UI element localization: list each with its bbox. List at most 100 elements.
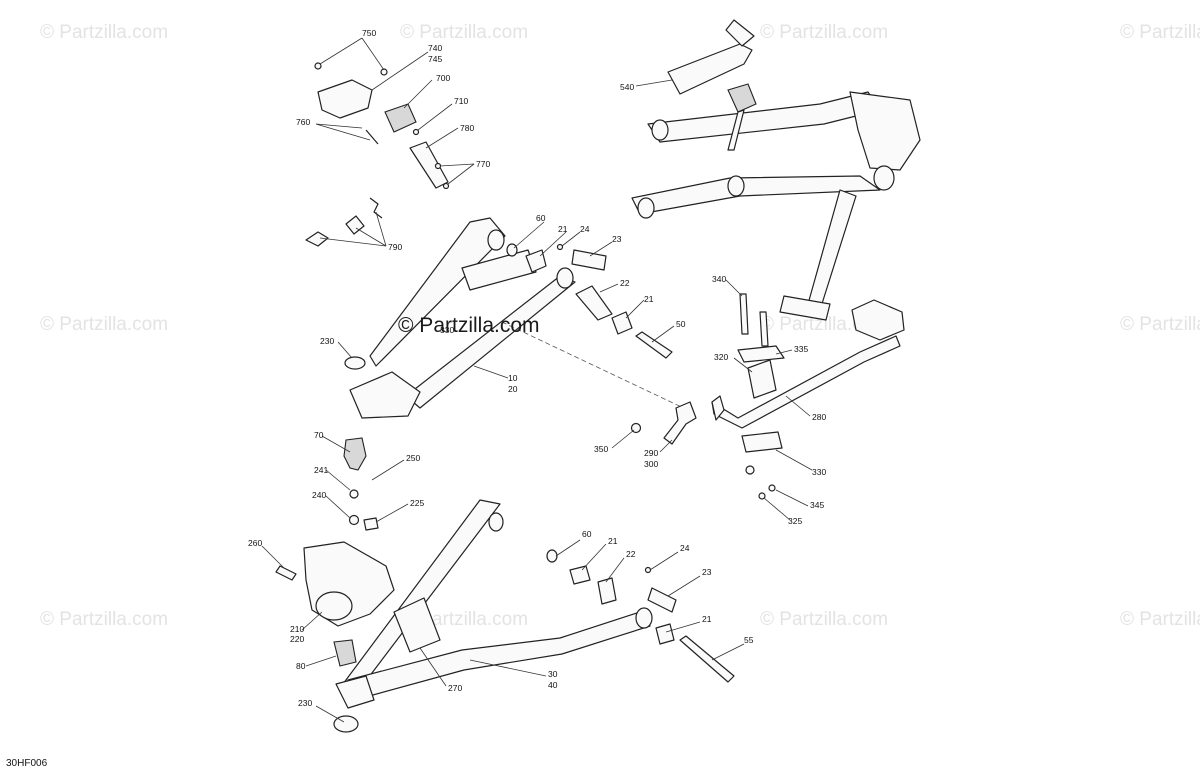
watermark: © Partzilla.com <box>760 22 888 43</box>
callout-340: 340 <box>712 274 726 284</box>
link-rod-780 <box>409 141 449 189</box>
sleeve-22 <box>597 577 617 605</box>
clip-790 <box>369 197 383 219</box>
center-watermark: © Partzilla.com <box>398 314 540 337</box>
washer-60 <box>546 549 558 563</box>
upper-hardware <box>501 243 693 413</box>
callout-20: 20 <box>508 384 518 394</box>
skid-plate-540 <box>725 19 755 47</box>
callout-240: 240 <box>312 490 326 500</box>
callout-60: 60 <box>536 213 546 223</box>
callout-60: 60 <box>582 529 592 539</box>
callout-300: 300 <box>644 459 658 469</box>
nut-330 <box>745 465 755 475</box>
watermark: © Partzilla.com <box>760 609 888 630</box>
retaining-ring-230 <box>344 356 366 370</box>
upper-a-arm <box>344 217 576 419</box>
watermark: © Partzilla.com <box>1120 314 1200 335</box>
leader-lines <box>261 37 813 723</box>
callout-40: 40 <box>548 680 558 690</box>
callout-21: 21 <box>644 294 654 304</box>
mount-bracket-740 <box>317 79 373 119</box>
bracket-23 <box>647 587 677 613</box>
bolt-750 <box>314 62 322 70</box>
callout-21: 21 <box>558 224 568 234</box>
clip-790 <box>305 231 329 247</box>
bushing-21 <box>655 623 675 645</box>
callout-22: 22 <box>620 278 630 288</box>
callout-350: 350 <box>594 444 608 454</box>
assembly-line <box>501 321 693 413</box>
bolt-750 <box>380 68 388 76</box>
upper-ball-joint-housing <box>349 371 421 419</box>
callout-760: 760 <box>296 117 310 127</box>
link-rod <box>727 109 745 151</box>
skid-plate-540 <box>667 43 753 95</box>
nut-24 <box>556 243 564 251</box>
callout-700: 700 <box>436 73 450 83</box>
bolt-55 <box>679 635 735 683</box>
frame-assembly <box>631 19 921 321</box>
callout-22: 22 <box>626 549 636 559</box>
callout-260: 260 <box>248 538 262 548</box>
link-290 <box>663 401 697 445</box>
bracket-330 <box>741 431 783 453</box>
screw-325 <box>758 492 766 500</box>
callout-290: 290 <box>644 448 658 458</box>
sensor-bracket <box>727 83 757 113</box>
nut-241 <box>348 514 360 526</box>
sway-bar-assembly <box>630 293 905 500</box>
callout-740: 740 <box>428 43 442 53</box>
frame-bushing <box>651 119 669 141</box>
bolt-260 <box>275 565 297 581</box>
callout-345: 345 <box>810 500 824 510</box>
callout-225: 225 <box>410 498 424 508</box>
callout-21: 21 <box>702 614 712 624</box>
frame-node <box>849 91 921 171</box>
upper-arm-crossbar <box>461 249 537 291</box>
callout-790: 790 <box>388 242 402 252</box>
bolt-340 <box>739 293 749 335</box>
watermark: © Partzilla.com <box>40 22 168 43</box>
callout-745: 745 <box>428 54 442 64</box>
callout-250: 250 <box>406 453 420 463</box>
nut-710 <box>412 128 420 136</box>
bolt-50 <box>635 331 673 359</box>
nut-24 <box>644 566 652 574</box>
washer-345 <box>768 484 776 492</box>
callout-750: 750 <box>362 28 376 38</box>
bracket-assembly <box>305 62 450 247</box>
sway-bar-end <box>711 395 725 421</box>
knuckle-assembly <box>275 437 395 733</box>
callout-710: 710 <box>454 96 468 106</box>
upper-arm-bushing <box>556 267 574 289</box>
callout-21: 21 <box>608 536 618 546</box>
frame-vertical-tube <box>807 189 857 311</box>
callout-330: 330 <box>812 467 826 477</box>
callout-780: 780 <box>460 123 474 133</box>
callout-80: 80 <box>296 661 306 671</box>
sway-bar-link-right <box>851 299 905 341</box>
lower-arm-bushing <box>488 512 504 532</box>
upper-arm-bushing <box>487 229 505 251</box>
watermark: © Partzilla.com <box>40 314 168 335</box>
lower-arm-rear-tube <box>347 611 651 699</box>
hub-bore <box>315 591 353 621</box>
callout-23: 23 <box>612 234 622 244</box>
callout-270: 270 <box>448 683 462 693</box>
lower-arm-gusset <box>393 597 441 653</box>
callout-280: 280 <box>812 412 826 422</box>
sway-bar-280 <box>711 335 901 429</box>
callout-24: 24 <box>680 543 690 553</box>
lower-hardware <box>546 549 735 683</box>
frame-upper-tube <box>647 91 881 143</box>
nut-770 <box>442 182 450 190</box>
washer-60 <box>506 243 518 257</box>
callout-10: 10 <box>508 373 518 383</box>
lower-a-arm <box>335 499 653 709</box>
callout-230: 230 <box>320 336 334 346</box>
frame-mount <box>779 295 831 321</box>
callout-30: 30 <box>548 669 558 679</box>
